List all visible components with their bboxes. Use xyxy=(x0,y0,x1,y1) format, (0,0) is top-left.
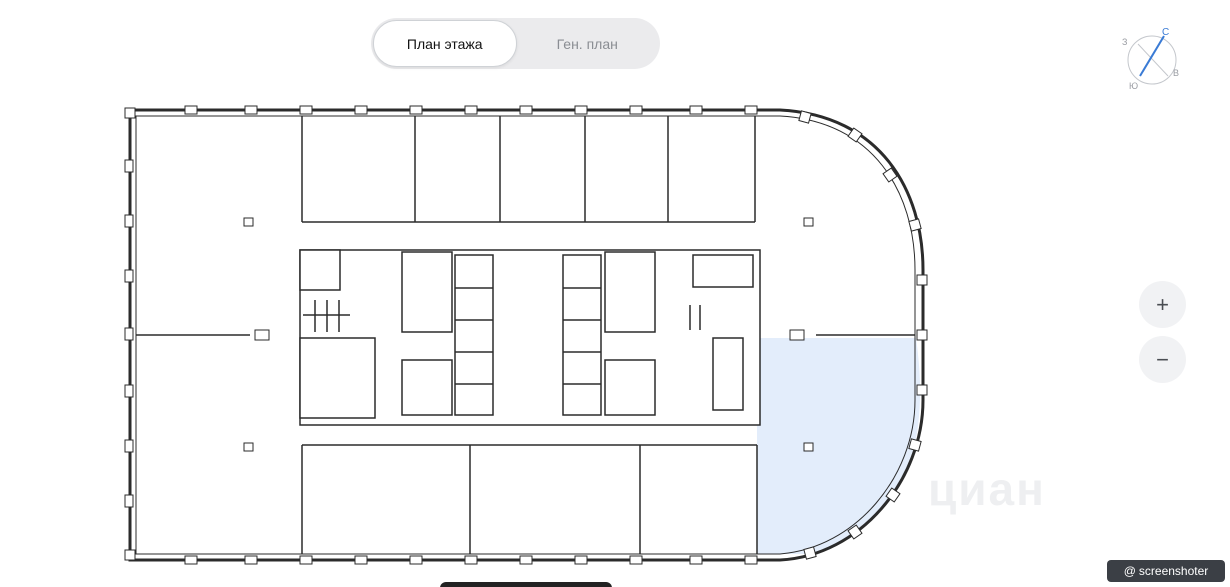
view-switcher: План этажа Ген. план xyxy=(371,18,660,69)
tab-site-plan[interactable]: Ген. план xyxy=(556,35,618,52)
compass-north-label: С xyxy=(1162,27,1169,38)
bottom-pill xyxy=(440,582,612,587)
compass-south-label: Ю xyxy=(1129,81,1138,91)
selected-unit[interactable] xyxy=(757,338,921,554)
tab-floor-plan[interactable]: План этажа xyxy=(373,20,517,67)
at-icon: @ xyxy=(1123,564,1136,578)
zoom-out-button[interactable]: − xyxy=(1139,336,1186,383)
compass-icon: С В Ю З xyxy=(1122,27,1179,91)
watermark-logo: циан xyxy=(928,463,1046,515)
compass-east-label: В xyxy=(1173,68,1179,78)
compass-west-label: З xyxy=(1122,37,1127,47)
interior-columns xyxy=(243,217,814,452)
core xyxy=(299,249,761,426)
screenshoter-badge: @ screenshoter xyxy=(1107,560,1225,582)
badge-text: screenshoter xyxy=(1138,564,1209,578)
zoom-in-button[interactable]: + xyxy=(1139,281,1186,328)
